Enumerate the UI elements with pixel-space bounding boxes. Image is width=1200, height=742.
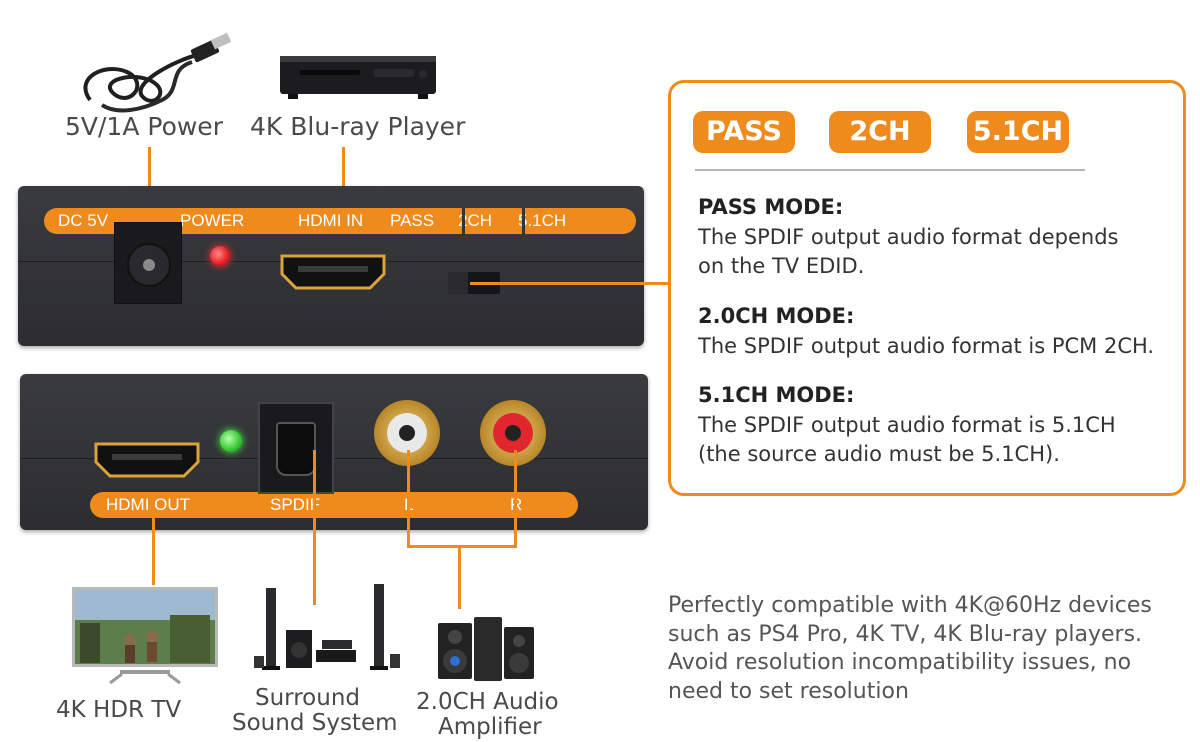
tv-caption: 4K HDR TV [56,697,182,723]
compatibility-text: Perfectly compatible with 4K@60Hz device… [668,592,1152,706]
rca-r-port[interactable] [480,400,546,466]
pass-pill: PASS [693,111,795,153]
2ch-pill: 2CH [829,111,931,153]
compat-line: Avoid resolution incompatibility issues,… [668,650,1132,675]
surround-sound-icon [254,584,400,670]
front-panel: DC 5V POWER HDMI IN PASS 2CH 5.1CH [18,186,644,346]
pass-mode-title: PASS MODE: [698,195,844,219]
back-label-strip: HDMI OUT SPDIF L R [90,492,578,518]
hdmi-in-port[interactable] [280,254,386,290]
tv-icon [72,587,218,685]
label-dc5v: DC 5V [58,211,109,230]
hdmi-out-connector-line [152,505,155,585]
status-led [220,430,242,452]
rca-l-port[interactable] [374,400,440,466]
compat-line: Perfectly compatible with 4K@60Hz device… [668,593,1152,618]
modes-info-box: PASS 2CH 5.1CH PASS MODE: The SPDIF outp… [668,80,1186,496]
back-panel: HDMI OUT SPDIF L R [20,374,648,530]
power-caption: 5V/1A Power [65,112,223,141]
rca-r-line [514,450,517,548]
amp-connector-line [458,545,461,609]
spdif-connector-line [313,450,316,605]
5-1ch-mode-title: 5.1CH MODE: [698,383,855,407]
switch-connector-line [470,282,670,285]
label-hdmi-out: HDMI OUT [106,495,191,514]
power-led [210,246,230,266]
2ch-mode-title: 2.0CH MODE: [698,304,855,328]
label-hdmi-in: HDMI IN [298,211,364,230]
panel-seam [20,458,648,459]
2ch-mode-desc-line1: The SPDIF output audio format is PCM 2CH… [698,334,1155,358]
amplifier-caption-line2: Amplifier [438,714,542,740]
rca-join-line [407,545,517,548]
hdmi-out-port[interactable] [94,442,200,478]
pass-mode-desc-line1: The SPDIF output audio format depends [698,225,1119,249]
stereo-speakers-icon [438,617,534,681]
label-spdif: SPDIF [270,495,321,514]
5-1ch-mode-desc-line1: The SPDIF output audio format is 5.1CH [698,413,1116,437]
5-1ch-pill: 5.1CH [967,111,1069,153]
player-caption: 4K Blu-ray Player [250,112,466,141]
pass-mode-desc-line2: on the TV EDID. [698,254,865,278]
5-1ch-mode-desc-line2: (the source audio must be 5.1CH). [698,442,1060,466]
spdif-port[interactable] [258,402,334,494]
dc-jack[interactable] [114,222,182,304]
amplifier-caption-line1: 2.0CH Audio [416,689,559,715]
label-5-1ch: 5.1CH [518,211,567,230]
label-pass: PASS [390,211,435,230]
surround-caption-line2: Sound System [232,710,398,736]
compat-line: need to set resolution [668,678,909,704]
compat-line: such as PS4 Pro, 4K TV, 4K Blu-ray playe… [668,621,1143,647]
blu-ray-player-icon [280,56,436,99]
usb-power-cable-icon [83,32,232,113]
label-power: POWER [180,211,245,230]
label-2ch: 2CH [458,211,493,230]
pill-divider [695,169,1085,171]
surround-caption-line1: Surround [255,685,361,711]
rca-l-line [407,450,410,548]
